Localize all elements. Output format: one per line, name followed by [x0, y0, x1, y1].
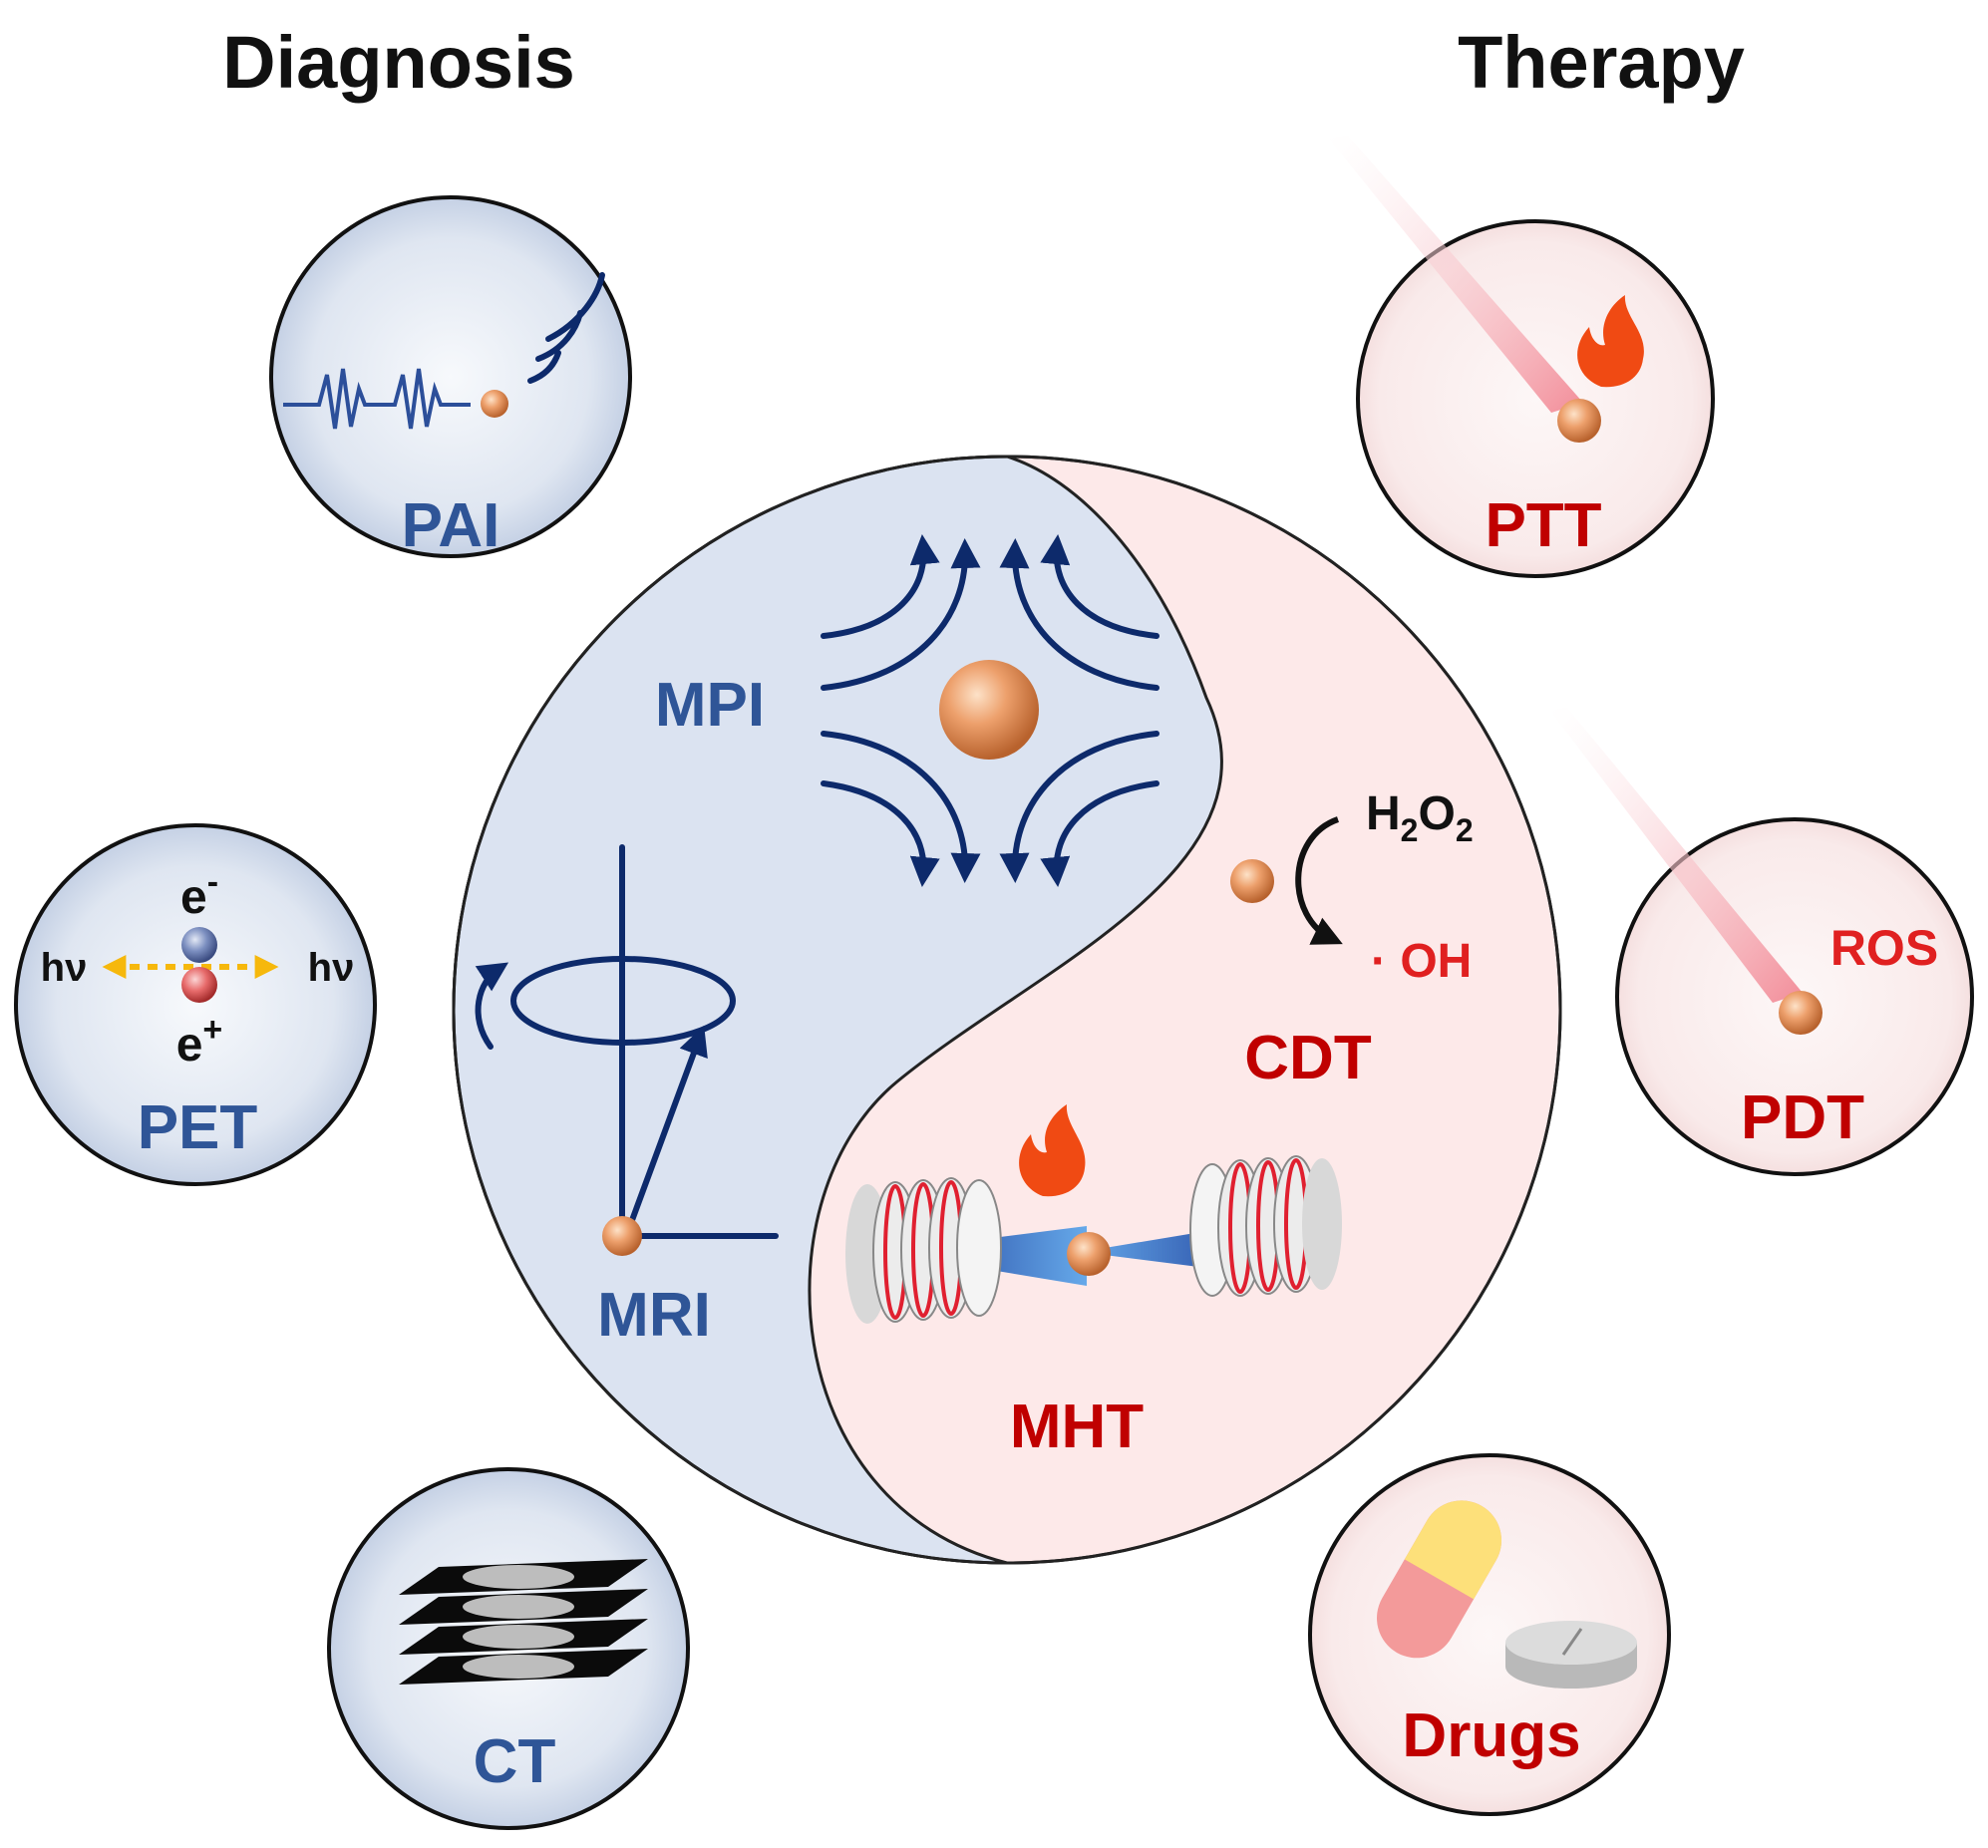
signal-arc-icon: [527, 272, 605, 384]
pill-icon: [1377, 1500, 1501, 1659]
pai-circle: PAI: [269, 195, 632, 560]
mpi-label: MPI: [655, 671, 765, 740]
ct-circle: CT: [327, 1467, 690, 1830]
ptt-label: PTT: [1485, 491, 1601, 560]
mri-label: MRI: [597, 1281, 711, 1350]
ct-label: CT: [474, 1727, 556, 1796]
ct-slices-icon: [399, 1559, 648, 1685]
precession-icon: [475, 844, 779, 1239]
electron-label: e-: [180, 863, 218, 924]
pdt-laser-beam-icon: [1549, 708, 1803, 1003]
electron-ball-icon: [181, 927, 217, 963]
therapy-header: Therapy: [1458, 21, 1745, 104]
catalysis-arrow-icon: [1295, 816, 1343, 945]
ptt-laser-beam-icon: [1328, 136, 1583, 413]
positron-label: e+: [176, 1011, 223, 1072]
mht-label: MHT: [1010, 1392, 1144, 1461]
pet-circle: e- hν hν e+ PET: [14, 823, 377, 1186]
ros-label: ROS: [1830, 920, 1938, 976]
mht-nanoparticle-icon: [1067, 1232, 1111, 1276]
hydroxyl-radical-label: · OH: [1371, 935, 1472, 988]
pai-nanoparticle-icon: [481, 390, 508, 418]
mht-flame-icon: [1019, 1104, 1086, 1197]
drugs-circle: Drugs: [1308, 1453, 1671, 1816]
photon-right-label: hν: [308, 946, 355, 990]
mpi-nanoparticle-icon: [939, 660, 1039, 760]
photon-left-label: hν: [41, 946, 88, 990]
pdt-nanoparticle-icon: [1779, 991, 1822, 1035]
right-coil-icon: [1189, 1155, 1342, 1297]
pdt-label: PDT: [1741, 1083, 1864, 1152]
cdt-nanoparticle-icon: [1230, 859, 1274, 903]
cdt-label: CDT: [1244, 1024, 1372, 1092]
drugs-label: Drugs: [1402, 1701, 1580, 1770]
positron-ball-icon: [181, 967, 217, 1003]
diagnosis-header: Diagnosis: [222, 21, 575, 104]
tablet-icon: [1505, 1621, 1637, 1689]
pdt-circle: ROS PDT: [1549, 708, 1974, 1176]
h2o2-label: H2O2: [1366, 787, 1474, 848]
mri-nanoparticle-icon: [602, 1216, 642, 1256]
pet-label: PET: [138, 1093, 258, 1162]
ptt-circle: PTT: [1328, 136, 1715, 578]
field-line-arrows-icon: [821, 534, 1160, 887]
waveform-icon: [283, 368, 471, 430]
ptt-flame-icon: [1577, 295, 1644, 388]
left-coil-icon: [845, 1177, 1002, 1324]
ptt-nanoparticle-icon: [1557, 399, 1601, 443]
pai-label: PAI: [402, 491, 500, 560]
